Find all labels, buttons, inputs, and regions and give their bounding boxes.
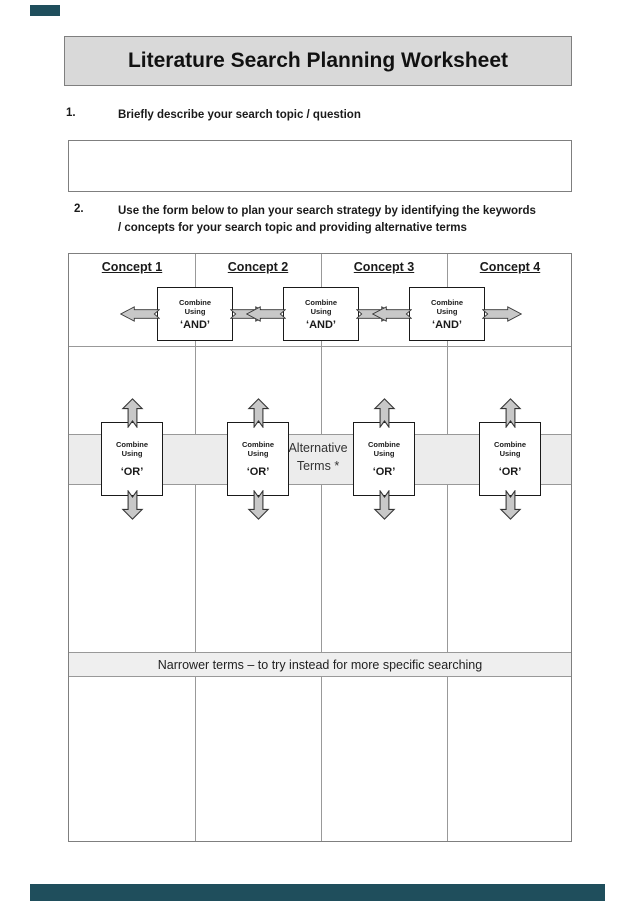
page-title: Literature Search Planning Worksheet — [127, 49, 509, 72]
combine-label: Combine — [493, 440, 527, 449]
down-arrow-icon — [247, 490, 270, 520]
narrower-terms-cell[interactable] — [69, 677, 195, 842]
column-divider — [447, 254, 448, 841]
up-arrow-icon — [499, 398, 522, 428]
or-term: ‘OR’ — [246, 466, 270, 478]
down-arrow-icon — [373, 490, 396, 520]
combine-label: Combine — [304, 297, 338, 307]
using-label: Using — [121, 449, 143, 458]
top-accent-bar — [30, 5, 60, 16]
left-arrow-icon — [372, 306, 412, 322]
combine-label: Combine — [115, 440, 149, 449]
concept-table: Concept 1 Concept 2 Concept 3 Concept 4 … — [68, 253, 572, 842]
or-term: ‘OR’ — [372, 466, 396, 478]
or-term: ‘OR’ — [498, 466, 522, 478]
alternative-terms-line-1: Alternative — [288, 441, 348, 455]
combine-or-box: Combine Using ‘OR’ — [353, 422, 415, 496]
or-term: ‘OR’ — [120, 466, 144, 478]
up-arrow-icon — [373, 398, 396, 428]
and-term: ‘AND’ — [180, 318, 210, 331]
left-arrow-icon — [246, 306, 286, 322]
column-divider — [195, 254, 196, 841]
using-label: Using — [310, 306, 332, 316]
combine-and-box: Combine Using ‘AND’ — [283, 287, 359, 341]
using-label: Using — [499, 449, 521, 458]
concept-1-header: Concept 1 — [101, 260, 163, 274]
narrower-terms-band: Narrower terms – to try instead for more… — [69, 652, 571, 677]
concept-3-header: Concept 3 — [353, 260, 415, 274]
and-term: ‘AND’ — [432, 318, 462, 331]
left-arrow-icon — [120, 306, 160, 322]
using-label: Using — [373, 449, 395, 458]
concept-4-header: Concept 4 — [479, 260, 541, 274]
combine-or-box: Combine Using ‘OR’ — [479, 422, 541, 496]
alternative-terms-label: Alternative Terms * — [268, 440, 368, 475]
using-label: Using — [436, 306, 458, 316]
combine-label: Combine — [430, 297, 464, 307]
item-1-text: Briefly describe your search topic / que… — [118, 109, 361, 121]
narrower-terms-cell[interactable] — [195, 677, 321, 842]
up-arrow-icon — [121, 398, 144, 428]
item-1-number: 1. — [66, 107, 76, 119]
combine-label: Combine — [178, 297, 212, 307]
bottom-accent-bar — [30, 884, 605, 901]
combine-and-box: Combine Using ‘AND’ — [409, 287, 485, 341]
item-2-text-line-2: / concepts for your search topic and pro… — [118, 222, 467, 234]
and-row-divider — [69, 346, 571, 347]
narrower-terms-label: Narrower terms – to try instead for more… — [157, 657, 483, 672]
alternative-terms-line-2: Terms * — [296, 458, 340, 473]
item-2-number: 2. — [74, 203, 84, 215]
using-label: Using — [184, 306, 206, 316]
topic-input-box[interactable] — [68, 140, 572, 192]
item-2-text-line-1: Use the form below to plan your search s… — [118, 205, 536, 217]
combine-or-box: Combine Using ‘OR’ — [227, 422, 289, 496]
down-arrow-icon — [499, 490, 522, 520]
combine-label: Combine — [367, 440, 401, 449]
narrower-terms-cell[interactable] — [321, 677, 447, 842]
up-arrow-icon — [247, 398, 270, 428]
narrower-terms-cell[interactable] — [447, 677, 573, 842]
combine-label: Combine — [241, 440, 275, 449]
combine-or-box: Combine Using ‘OR’ — [101, 422, 163, 496]
using-label: Using — [247, 449, 269, 458]
title-box: Literature Search Planning Worksheet — [64, 36, 572, 86]
and-term: ‘AND’ — [306, 318, 336, 331]
concept-2-header: Concept 2 — [227, 260, 289, 274]
right-arrow-icon — [482, 306, 522, 322]
combine-and-box: Combine Using ‘AND’ — [157, 287, 233, 341]
column-divider — [321, 254, 322, 841]
down-arrow-icon — [121, 490, 144, 520]
